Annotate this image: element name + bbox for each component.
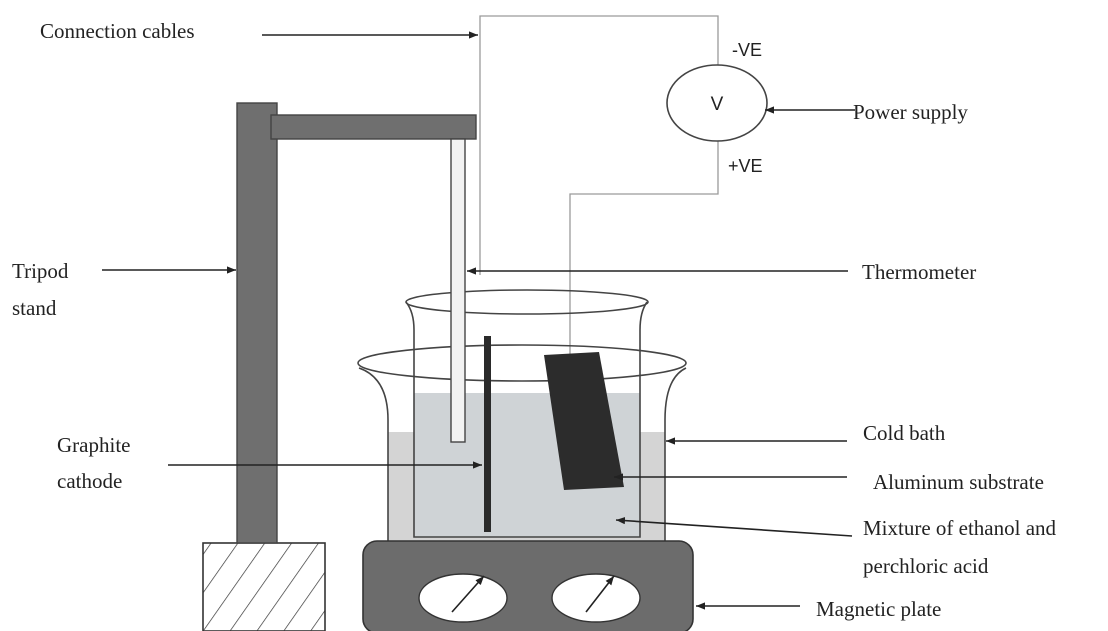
negative-terminal-label: -VE (732, 40, 762, 60)
positive-terminal-label: +VE (728, 156, 763, 176)
graphite-label-line1: Graphite (57, 433, 130, 457)
dial-needle-left (451, 575, 485, 613)
cold-bath-label: Cold bath (863, 421, 946, 445)
electrodes (450, 138, 624, 532)
graphite-label-line2: cathode (57, 469, 122, 493)
thermometer-tube (450, 138, 466, 443)
callout-arrows (102, 31, 855, 610)
mixture-arrow (615, 517, 853, 537)
graphite-cathode-rod (484, 336, 491, 532)
inner-beaker (405, 289, 649, 538)
aluminum-substrate-label: Aluminum substrate (873, 470, 1044, 494)
magnetic-plate-body (362, 540, 694, 631)
dial-needle-right (585, 575, 615, 613)
mixture-label-line1: Mixture of ethanol and (863, 516, 1057, 540)
inner-beaker-rim (405, 289, 649, 315)
mixture-label-line2: perchloric acid (863, 554, 989, 578)
voltmeter-symbol: V (711, 94, 724, 115)
tripod-label-line1: Tripod (12, 259, 69, 283)
connection-wires (479, 15, 719, 355)
inner-beaker-wall (405, 301, 648, 538)
tripod-stand (202, 102, 477, 631)
thermometer-label: Thermometer (862, 260, 976, 284)
positive-wire (569, 140, 719, 355)
stand-rod (236, 102, 278, 544)
power-supply: V -VE +VE (666, 40, 768, 176)
tripod-label-line2: stand (12, 296, 57, 320)
power-supply-label: Power supply (853, 100, 968, 124)
magnetic-plate-label: Magnetic plate (816, 597, 941, 621)
negative-wire (479, 15, 719, 275)
stand-arm (270, 114, 477, 140)
stir-dial-left (418, 573, 508, 623)
stand-base (202, 542, 326, 631)
cold-bath-rim (357, 344, 687, 382)
magnetic-plate (362, 540, 694, 631)
aluminum-substrate-plate (544, 352, 624, 490)
connection-cables-label: Connection cables (40, 19, 195, 43)
labels: Connection cables Power supply Tripod st… (12, 19, 1057, 621)
voltmeter-circle (666, 64, 768, 142)
